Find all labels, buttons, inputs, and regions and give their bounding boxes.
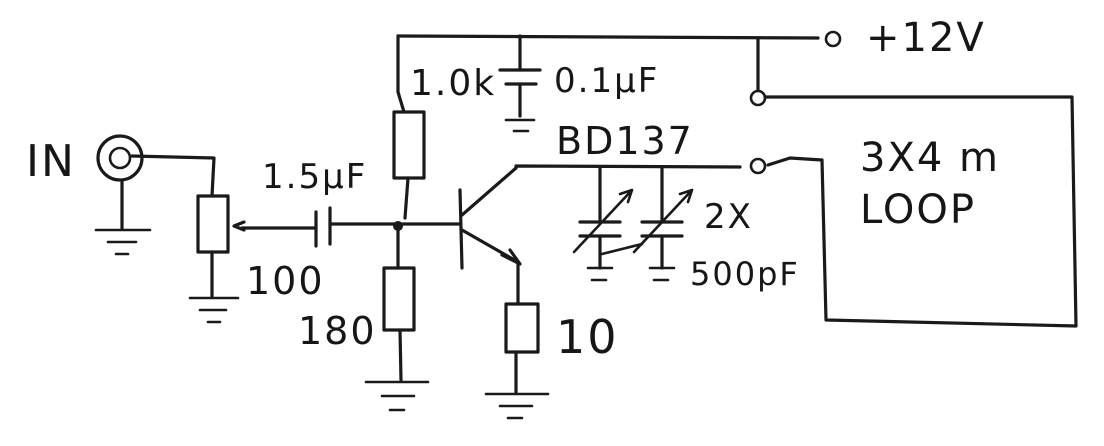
- input-connector: [94, 134, 216, 256]
- r-bias-top-label: 1.0k: [410, 63, 497, 104]
- loop-word-label: LOOP: [860, 187, 976, 233]
- loop-terminal-bottom: [749, 157, 767, 175]
- transistor-label: BD137: [556, 119, 694, 163]
- loop-size-label: 3X4 m: [860, 135, 1000, 181]
- resistor-10: [484, 262, 550, 420]
- variable-capacitor-2: [600, 165, 694, 282]
- supply-terminal: [824, 30, 842, 48]
- loop-terminal-top: [749, 89, 767, 107]
- pot-label: 100: [246, 259, 325, 303]
- r-bias-bottom-label: 180: [298, 309, 377, 353]
- c-decouple-label: 0.1μF: [554, 61, 660, 101]
- varcap-value-label: 500pF: [690, 255, 800, 293]
- input-label: IN: [26, 136, 76, 187]
- resistor-1k: [392, 34, 426, 220]
- transistor-bd137: [458, 166, 522, 270]
- variable-capacitor-1: [572, 165, 634, 282]
- collector-wire: [514, 164, 742, 170]
- c-coupling-label: 1.5μF: [262, 157, 368, 197]
- resistor-180: [364, 224, 430, 412]
- varcap-count-label: 2X: [704, 197, 753, 237]
- r-emitter-label: 10: [556, 310, 619, 364]
- supply-label: +12V: [866, 15, 986, 61]
- loop-top-wire: [763, 95, 1078, 328]
- supply-rail-wire: [396, 34, 820, 40]
- coupling-capacitor: [240, 206, 332, 248]
- potentiometer-100: [188, 194, 246, 324]
- decoupling-capacitor: [498, 34, 542, 133]
